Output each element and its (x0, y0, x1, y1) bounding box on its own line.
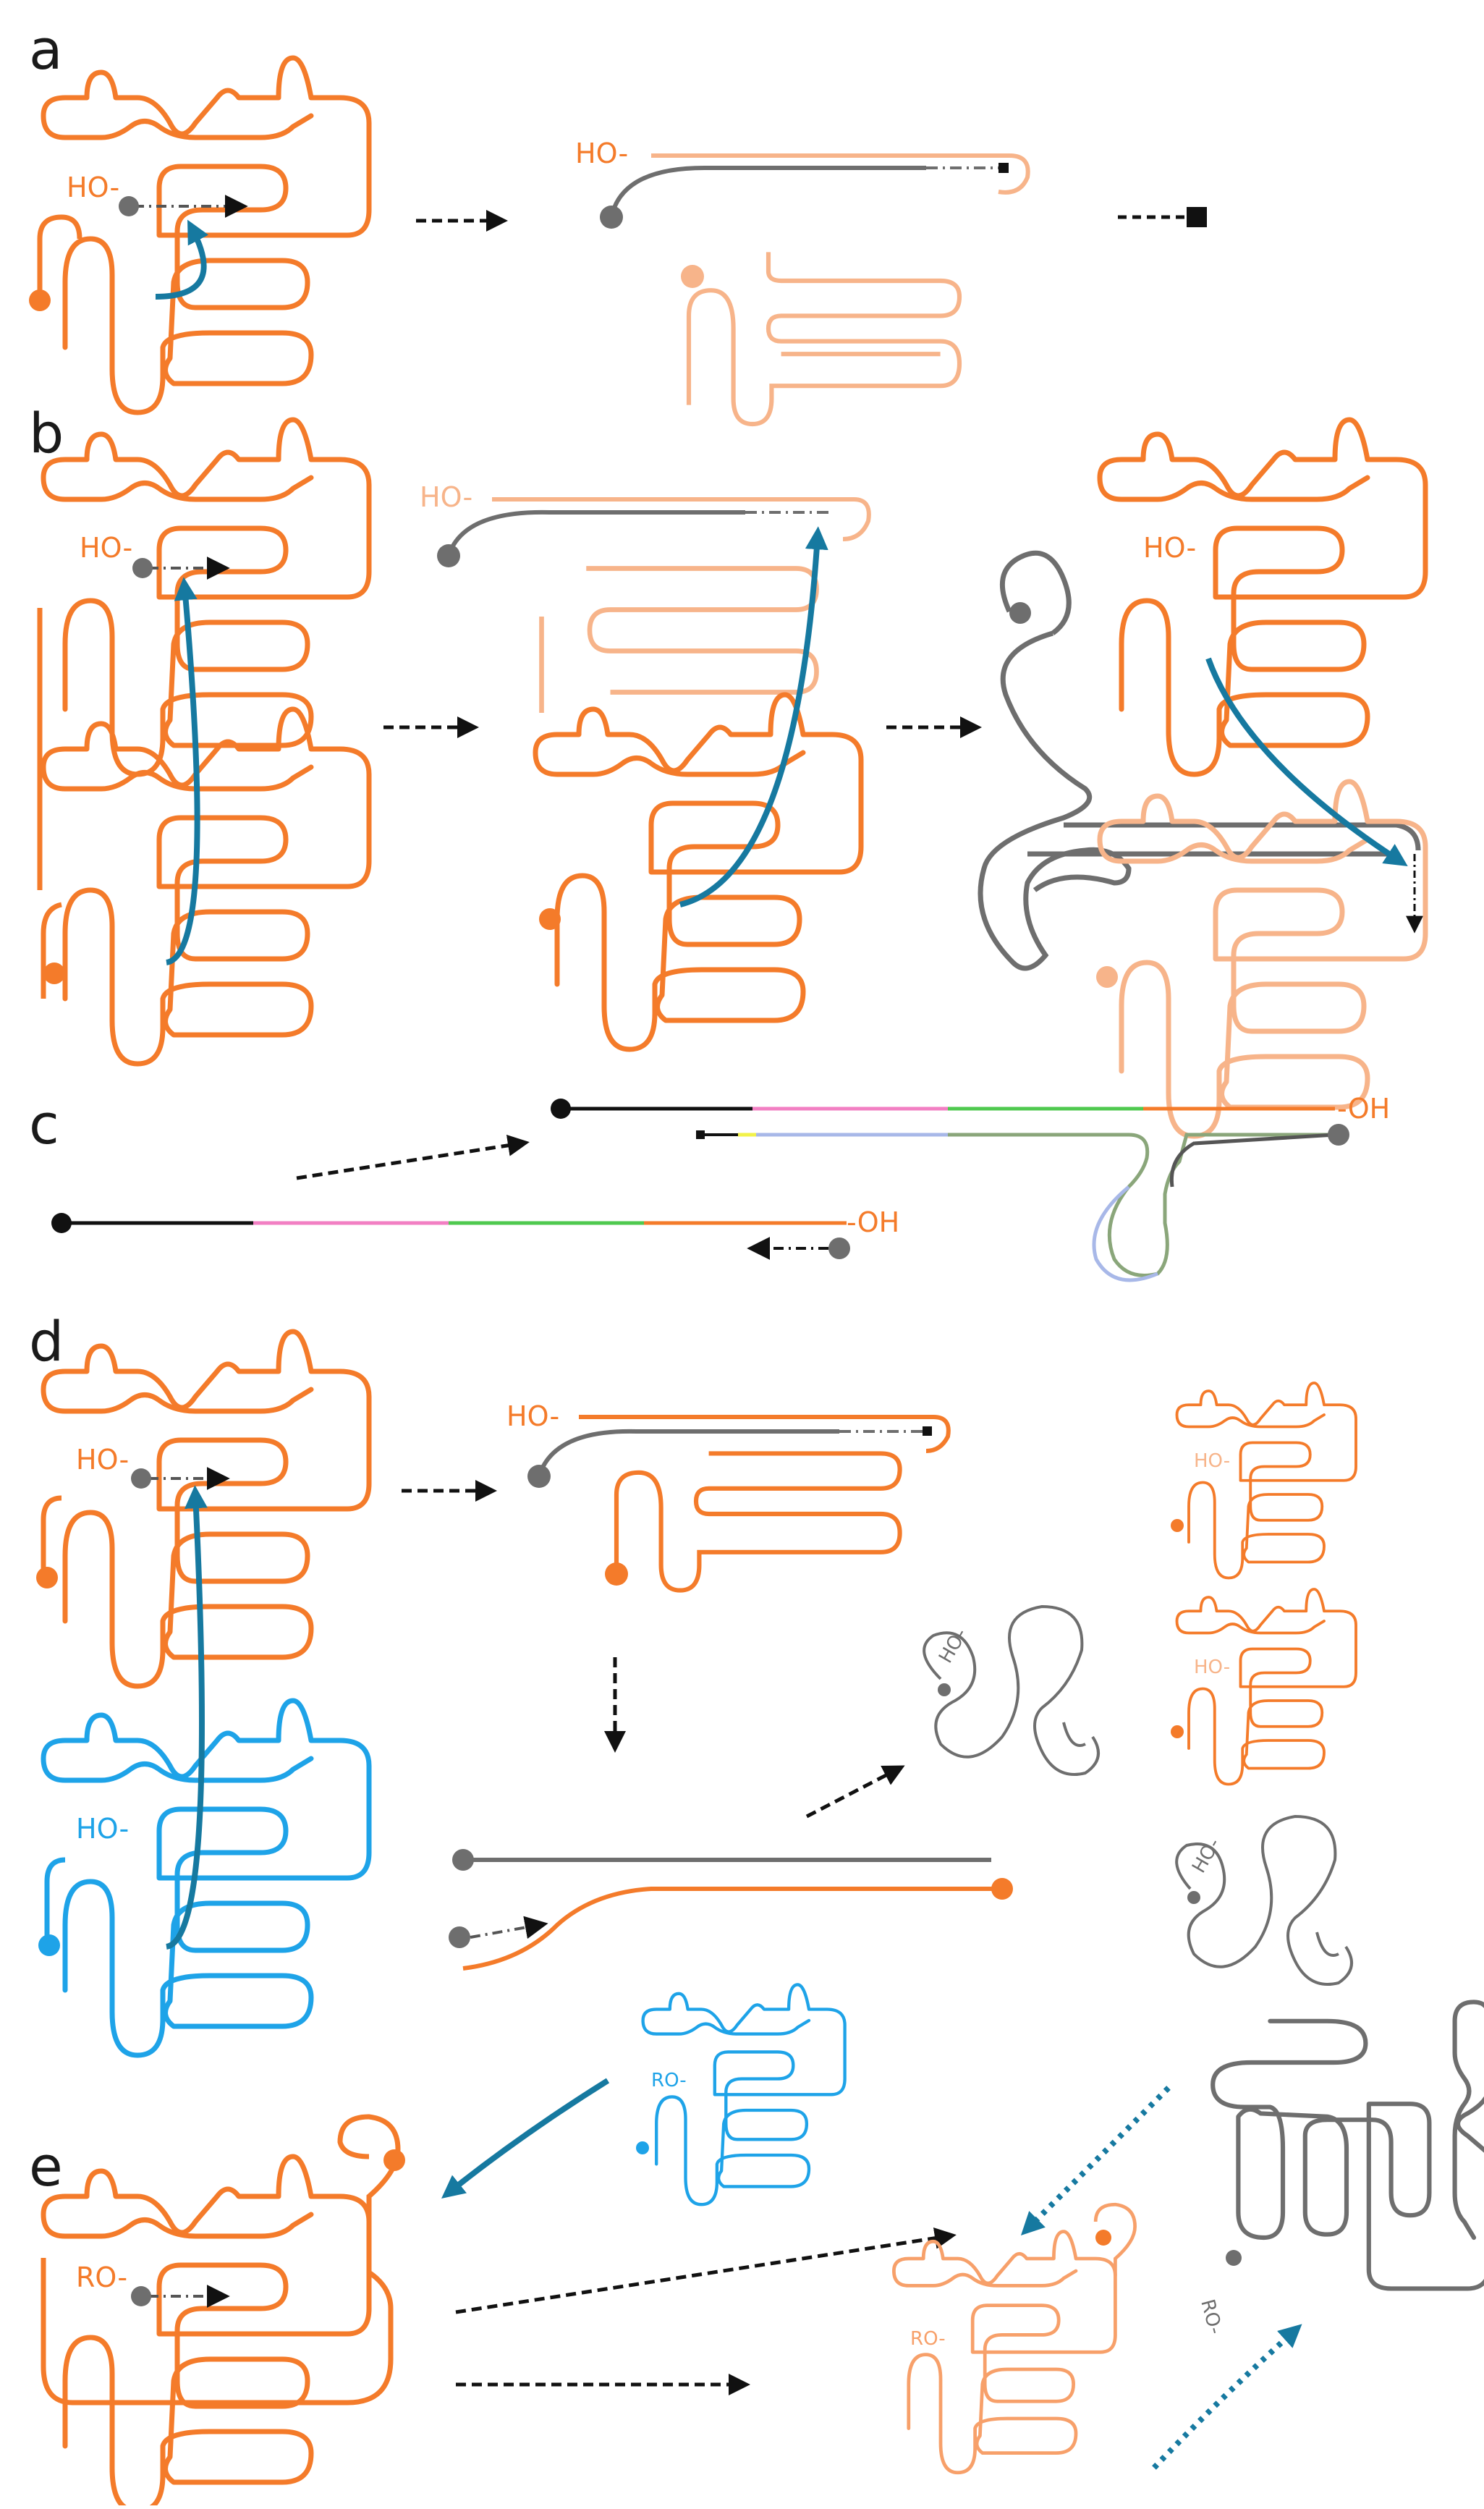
panel-letter-c: c (29, 1092, 59, 1156)
strand-end-dot (1171, 1519, 1184, 1532)
primer-dot (452, 1849, 474, 1871)
primer-dot (119, 196, 139, 216)
strand-end-dot (1096, 966, 1118, 988)
product-ro-label: RO- (910, 2328, 946, 2350)
complement-strand (696, 1124, 1349, 1282)
blue-primer-label: HO- (76, 1813, 129, 1845)
small-primer-label: HO- (1194, 1450, 1230, 1472)
template-strand-top: -OH (551, 1093, 1390, 1125)
catalysis-arrow (441, 2078, 610, 2199)
catalysis-arrow (679, 526, 828, 907)
primer-dot (131, 1468, 151, 1489)
panel-b-product: HO- (978, 420, 1425, 1136)
strand-end-dot (38, 1934, 60, 1956)
product-label: HO- (506, 1400, 559, 1432)
primer-label: HO- (76, 1444, 129, 1476)
panel-e-product-ribozyme (894, 2202, 1137, 2473)
panel-d-ribozyme-orange (43, 1332, 369, 1686)
panel-e-gray-ribozyme (1213, 2002, 1484, 2288)
process-arrow (805, 1765, 905, 1819)
process-arrow (455, 2227, 957, 2314)
strand-end-dot (551, 1099, 571, 1119)
gray-ro-label: RO- (1196, 2297, 1226, 2337)
panel-letter-b: b (29, 401, 64, 465)
primer-dot (437, 544, 460, 567)
primer-dot (828, 1237, 850, 1259)
primer-dot (1328, 1124, 1349, 1146)
panel-d-small-ribozyme-2 (1175, 1588, 1357, 1786)
primer-dot (449, 1926, 470, 1948)
strand-end-dot (51, 1213, 72, 1233)
dotted-catalysis-arrow (1152, 2324, 1302, 2470)
strand-end-dot (383, 2149, 405, 2171)
strand-end-dot (1171, 1725, 1184, 1738)
primer-dot (1226, 2250, 1242, 2266)
panel-d-gray-fold-2: HO- (1175, 1814, 1353, 1986)
panel-b: b HO- HO- (29, 401, 1425, 1136)
primer-dot (131, 2286, 151, 2306)
gray-label: HO- (935, 1625, 972, 1667)
panel-a-product: HO- (575, 137, 1030, 427)
primer-dot (938, 1683, 951, 1696)
primer-dot (1187, 1891, 1200, 1904)
dotted-catalysis-arrow (1020, 2086, 1171, 2236)
strand-end-dot (605, 1562, 628, 1586)
panel-e-orange-ribozyme (41, 2114, 401, 2505)
strand-end-dot (636, 2141, 649, 2154)
catalysis-arrow (1205, 657, 1408, 866)
oh-label: -OH (847, 1206, 899, 1238)
strand-end-dot (539, 908, 561, 930)
panel-d-ribozyme-blue (43, 1701, 369, 2055)
primer-dot (527, 1465, 551, 1488)
panel-a: a HO- HO- (29, 17, 1207, 427)
catalysis-arrow (155, 219, 209, 300)
primer-dot (1009, 602, 1031, 624)
strand-end-dot (991, 1878, 1013, 1900)
panel-e-blue-ribozyme (643, 1984, 845, 2204)
ro-label: RO- (76, 2262, 127, 2293)
catalysis-arrow (165, 577, 200, 965)
panel-d-duplex (449, 1849, 1013, 1971)
panel-d: d HO- HO- HO- (29, 1309, 1357, 2055)
panel-b-ribozyme-bottom (43, 709, 369, 1064)
panel-letter-e: e (29, 2134, 63, 2199)
panel-b-intermediate: HO- (420, 481, 871, 1049)
primer-dot (600, 206, 623, 229)
strand-end-dot (681, 265, 704, 288)
template-strand-bottom: -OH (51, 1206, 899, 1260)
panel-b-ribozyme-top (43, 420, 369, 774)
panel-c: c -OH -OH (29, 1092, 1390, 1282)
intermediate-label: HO- (420, 481, 472, 513)
panel-letter-a: a (29, 17, 63, 82)
panel-d-product: HO- (506, 1400, 951, 1593)
catalysis-arrow (165, 1485, 208, 1950)
strand-end-dot (36, 1567, 58, 1588)
product-label: HO- (575, 137, 628, 169)
primer-dot (132, 558, 153, 578)
process-arrow (296, 1134, 530, 1180)
terminal-block-icon (1187, 207, 1207, 227)
blue-ro-label: RO- (651, 2070, 687, 2091)
panel-a-ribozyme (29, 58, 369, 412)
primer-label: HO- (80, 532, 132, 564)
panel-d-gray-fold-1: HO- (923, 1604, 1100, 1776)
product-label: HO- (1143, 532, 1196, 564)
panel-d-small-ribozyme-1 (1175, 1382, 1357, 1580)
oh-label: -OH (1337, 1093, 1390, 1125)
primer-label: HO- (67, 172, 119, 203)
panel-letter-d: d (29, 1309, 64, 1374)
strand-end-dot (1095, 2230, 1111, 2246)
strand-end-dot (43, 962, 65, 984)
small-primer-label: HO- (1194, 1657, 1230, 1678)
panel-e: e RO- RO- RO- RO- (29, 1984, 1484, 2505)
